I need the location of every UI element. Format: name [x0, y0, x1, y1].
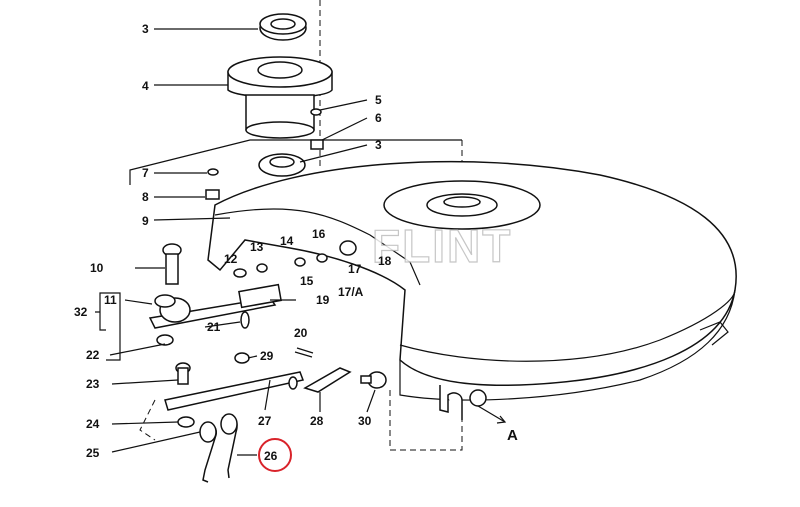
- label-13: 13: [250, 240, 264, 254]
- label-17: 17: [348, 262, 362, 276]
- label-11: 11: [104, 293, 117, 307]
- highlighted-part-label: 26: [258, 438, 292, 472]
- label-6: 6: [375, 111, 382, 125]
- label-9: 9: [142, 214, 149, 228]
- label-8: 8: [142, 190, 149, 204]
- label-23: 23: [86, 377, 100, 391]
- label-4: 4: [142, 79, 149, 93]
- label-22: 22: [86, 348, 100, 362]
- label-25: 25: [86, 446, 100, 460]
- label-26: 26: [264, 449, 278, 463]
- label-A: A: [507, 427, 518, 444]
- knob-30: [360, 371, 387, 389]
- washer-5: [310, 108, 322, 116]
- bearing-lower: [258, 153, 306, 177]
- label-32: 32: [74, 305, 88, 319]
- label-3: 3: [142, 22, 149, 36]
- shaft-assembly: [148, 240, 357, 346]
- connector-line: [129, 139, 462, 185]
- label-15: 15: [300, 274, 314, 288]
- lever-28: [303, 367, 352, 393]
- lower-shaft: [164, 347, 314, 428]
- connector-line: [389, 390, 463, 451]
- label-16: 16: [312, 227, 326, 241]
- label-14: 14: [280, 234, 294, 248]
- label-24: 24: [86, 417, 100, 431]
- fitting-A: [439, 385, 507, 424]
- label-5: 5: [375, 93, 382, 107]
- label-17a: 17/A: [338, 285, 364, 299]
- nut-8: [205, 189, 220, 200]
- label-18: 18: [378, 254, 392, 268]
- label-7: 7: [142, 166, 149, 180]
- highlight-circle: [258, 438, 292, 472]
- bolt-10: [162, 243, 182, 285]
- label-10: 10: [90, 261, 104, 275]
- bearing-top: [259, 13, 307, 41]
- label-27: 27: [258, 414, 272, 428]
- label-30: 30: [358, 414, 372, 428]
- spring-clips-26: [199, 413, 238, 483]
- rotor-housing: [207, 160, 737, 401]
- label-19: 19: [316, 293, 330, 307]
- label-20: 20: [294, 326, 308, 340]
- group-bracket: [106, 292, 121, 361]
- label-12: 12: [224, 252, 238, 266]
- watermark: FLINT: [372, 220, 512, 272]
- label-21: 21: [207, 320, 221, 334]
- label-29: 29: [260, 349, 274, 363]
- group-bracket: [95, 292, 106, 331]
- label-3b: 3: [375, 138, 382, 152]
- part-labels: 3 4 5 6 3 7 8 9 10 11 32 22 23 24 25 12 …: [74, 22, 518, 460]
- leader-lines: [109, 28, 376, 456]
- label-28: 28: [310, 414, 324, 428]
- washer-7: [207, 168, 219, 176]
- connector-line: [139, 399, 156, 441]
- hub: [227, 56, 333, 139]
- nut-6: [310, 139, 324, 150]
